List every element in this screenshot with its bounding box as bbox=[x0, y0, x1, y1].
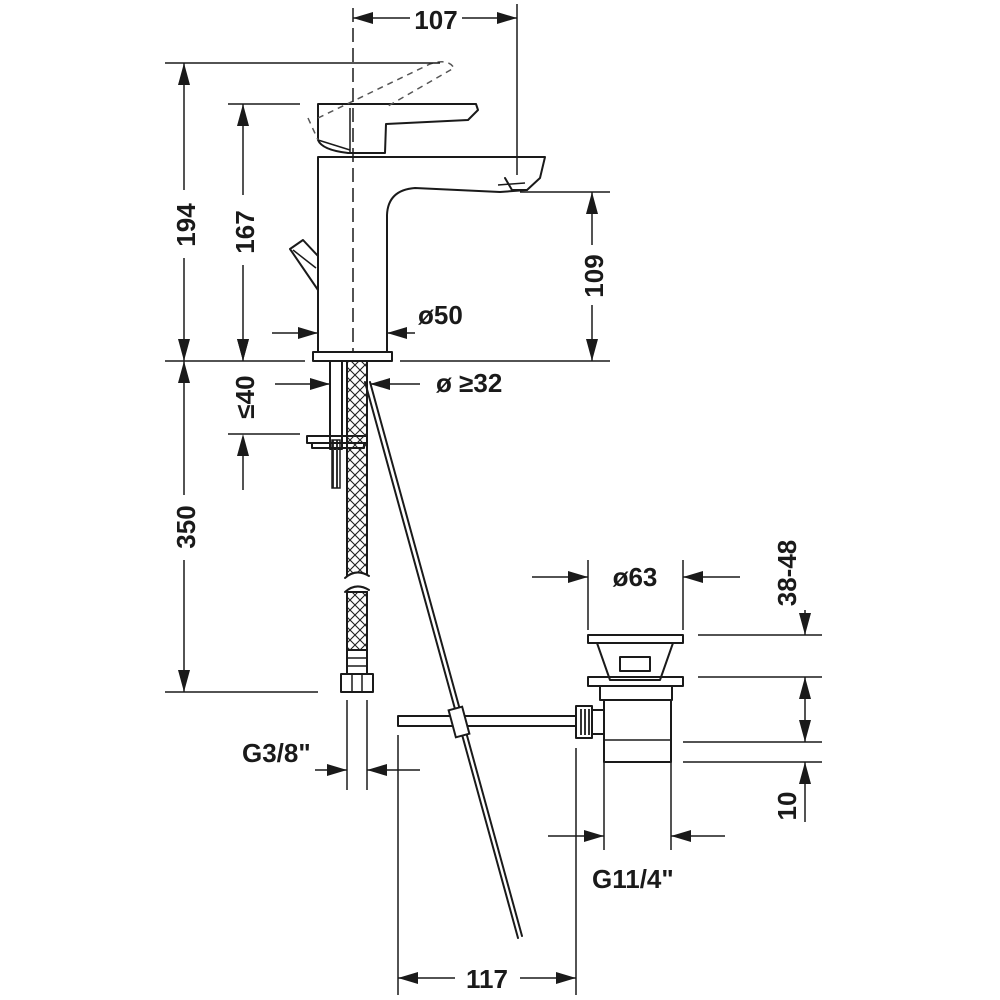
dim-label-waste-diameter: ø63 bbox=[613, 562, 658, 592]
dim-label-spout-height: 109 bbox=[579, 254, 609, 297]
dim-label-top-width: 107 bbox=[414, 5, 457, 35]
dim-label-lever-height: 167 bbox=[230, 210, 260, 253]
dim-label-rod-length: 117 bbox=[466, 964, 508, 994]
dimension-lines bbox=[165, 4, 822, 995]
mounting-assembly bbox=[306, 360, 374, 790]
dim-label-deck-thickness: ≤40 bbox=[230, 375, 260, 418]
dim-label-hole-diameter: ø ≥32 bbox=[436, 368, 502, 398]
faucet-body bbox=[289, 61, 546, 362]
popup-rod bbox=[364, 381, 577, 939]
dim-label-waste-range: 38-48 bbox=[772, 540, 802, 607]
dim-label-hose-thread: G3/8" bbox=[242, 738, 311, 768]
dim-label-hose-length: 350 bbox=[171, 505, 201, 548]
dim-label-body-diameter: ø50 bbox=[418, 300, 463, 330]
waste-drain bbox=[575, 634, 684, 763]
dim-label-total-height: 194 bbox=[171, 203, 201, 247]
dim-label-waste-thread: G11/4" bbox=[592, 864, 674, 894]
dim-label-waste-offset: 10 bbox=[772, 792, 802, 821]
